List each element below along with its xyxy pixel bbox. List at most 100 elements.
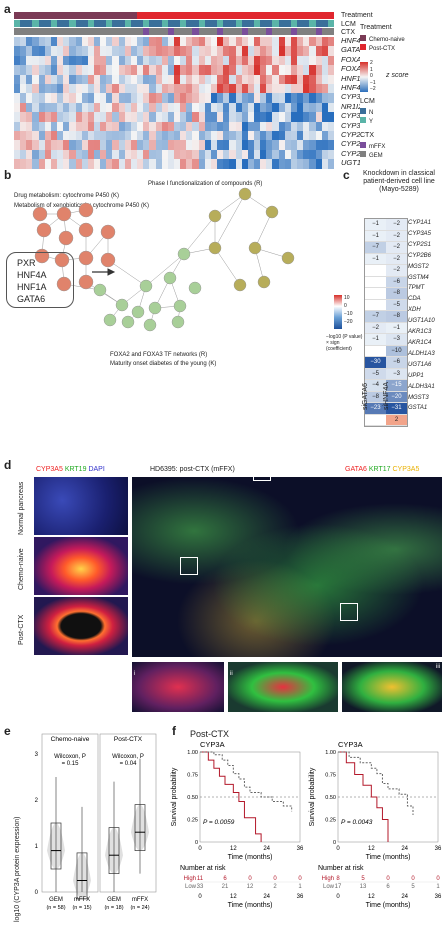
n-label: (n = 58) (46, 905, 65, 911)
heatmap-cell (130, 37, 138, 47)
heatmap-cell (204, 93, 212, 104)
heatmap-cell (69, 131, 76, 141)
heatmap-cell (75, 65, 82, 75)
swatch-lcm-n (360, 108, 366, 114)
heatmap-cell (87, 55, 95, 66)
knockdown-gene: CDA (408, 296, 421, 303)
heatmap-cell (26, 65, 33, 75)
tf-hnf4a: HNF4A (17, 270, 47, 280)
ctx-cell (44, 28, 52, 35)
heatmap-cell (155, 131, 162, 141)
heatmap-cell (315, 74, 322, 85)
legend-post-ctx: Post-CTX (369, 46, 396, 52)
lcm-cell (149, 20, 156, 27)
heatmap-cell (303, 121, 310, 132)
heatmap-cell (186, 37, 193, 47)
ctx-cell (38, 28, 46, 35)
heatmap-cell (106, 112, 113, 122)
heatmap-cell (118, 37, 126, 47)
heatmap-cell (266, 149, 273, 160)
heatmap-cell (81, 84, 89, 94)
heatmap-cell (155, 140, 162, 151)
knockdown-gene: AKR1C3 (408, 329, 432, 336)
gene-label: HNF4G (341, 83, 367, 93)
heatmap-cell (303, 131, 310, 141)
treatment-cell (210, 12, 218, 19)
heatmap-cell (81, 131, 89, 141)
lcm-cell (137, 20, 144, 27)
heatmap-cell (192, 112, 199, 122)
risk-row-label: High (184, 876, 196, 882)
risk-count: 8 (336, 876, 340, 882)
heatmap-cell (180, 55, 187, 66)
heatmap-cell (38, 102, 46, 113)
gene-label: CYP2C19 (341, 148, 375, 158)
heatmap-cell (315, 131, 322, 141)
heatmap-cell (26, 112, 33, 122)
heatmap-cell (217, 102, 224, 113)
heatmap-cell (198, 131, 206, 141)
heatmap-cell (278, 65, 286, 75)
ytick: 0 (35, 890, 39, 896)
heatmap-cell (303, 65, 310, 75)
treatment-cell (260, 12, 267, 19)
heatmap-cell (106, 55, 113, 66)
cell-sigata6: −1 (365, 219, 386, 231)
heatmap-cell (266, 37, 273, 47)
heatmap-cell (143, 37, 150, 47)
heatmap-cell (247, 140, 255, 151)
heatmap-cell (266, 74, 273, 85)
lcm-cell (217, 20, 224, 27)
heatmap-cell (174, 131, 181, 141)
heatmap-cell (38, 112, 46, 122)
heatmap-cell (192, 46, 199, 57)
cell-sigata6: −4 (365, 380, 386, 392)
heatmap-cell (112, 140, 119, 151)
heatmap-cell (241, 112, 249, 122)
heatmap-cell (38, 84, 46, 94)
heatmap-cell (290, 46, 298, 57)
heatmap-cell (81, 112, 89, 122)
heatmap-cell (161, 102, 169, 113)
risk-xtick: 0 (336, 894, 340, 900)
heatmap-cell (149, 121, 156, 132)
heatmap-cell (69, 112, 76, 122)
treatment-cell (44, 12, 52, 19)
n-label: (n = 18) (104, 905, 123, 911)
heatmap-cell (174, 121, 181, 132)
treatment-cell (75, 12, 82, 19)
km-pvalue: P = 0.0043 (341, 819, 373, 826)
lcm-cell (272, 20, 279, 27)
gene-label: CYP3A5 (341, 111, 370, 121)
heatmap-cell (186, 74, 193, 85)
legend-title-treatment: Treatment (360, 24, 392, 31)
heatmap-cell (217, 93, 224, 104)
heatmap-cell (327, 159, 335, 169)
heatmap-cell (186, 102, 193, 113)
heatmap-cell (241, 140, 249, 151)
heatmap-cell (155, 121, 162, 132)
heatmap-cell (20, 84, 27, 94)
risk-count: 12 (247, 884, 254, 890)
treatment-cell (204, 12, 212, 19)
heatmap-cell (272, 84, 279, 94)
lcm-cell (44, 20, 52, 27)
heatmap-cell (124, 131, 132, 141)
cell-sigata6: −1 (365, 334, 386, 346)
tf-gata6: GATA6 (17, 294, 46, 304)
heatmap-cell (290, 149, 298, 160)
heatmap-cell (260, 74, 267, 85)
heatmap-cell (217, 112, 224, 122)
risk-count: 0 (248, 876, 252, 882)
lcm-cell (235, 20, 242, 27)
lcm-cell (38, 20, 46, 27)
heatmap-cell (32, 140, 39, 151)
heatmap-cell (124, 74, 132, 85)
heatmap-cell (315, 112, 322, 122)
km-xtick: 12 (368, 846, 375, 852)
cell-sigata6: −2 (365, 322, 386, 334)
heatmap-cell (223, 131, 230, 141)
heatmap-cell (124, 149, 132, 160)
ctx-cell (217, 28, 224, 35)
treatment-cell (149, 12, 156, 19)
